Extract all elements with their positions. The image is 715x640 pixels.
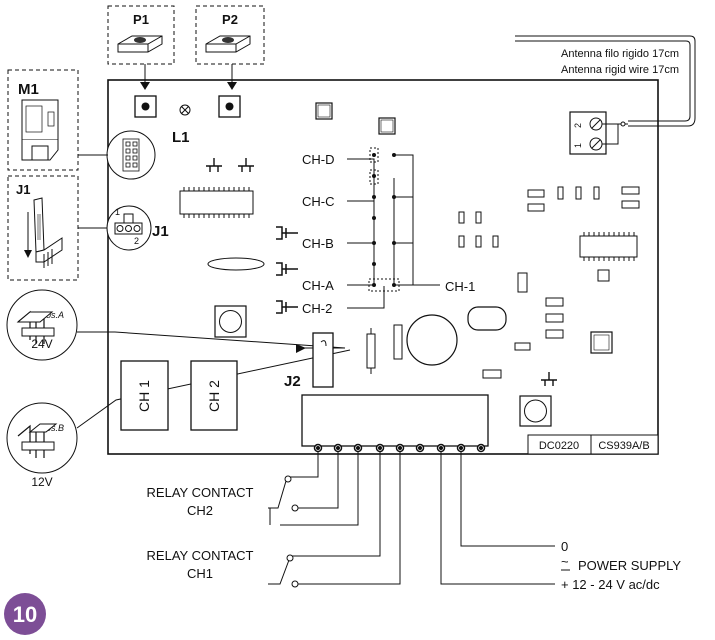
zero-label: 0 — [561, 539, 568, 554]
board-code-box — [527, 434, 659, 455]
label-ch-a: CH-A — [302, 278, 334, 293]
jumper-pos-a: Pos.A 24V — [6, 289, 78, 361]
relay-ch2 — [190, 360, 238, 431]
v12-label: 12V — [31, 475, 52, 489]
board-code-1: DC0220 — [539, 440, 579, 452]
relay-ch1-contact-line1: RELAY CONTACT — [147, 548, 254, 563]
relay-ch1-label: CH 1 — [136, 380, 152, 412]
pos-b-label: Pos.B — [40, 423, 64, 433]
relay-ch2-contact-line2: CH2 — [187, 503, 213, 518]
j2-label: J2 — [284, 373, 301, 390]
external-wiring — [268, 452, 555, 585]
j1-connector: 1 2 — [114, 207, 143, 246]
relay-ch2-label: CH 2 — [206, 380, 222, 412]
figure-number: 10 — [13, 602, 37, 627]
relay-ch1-contact-line2: CH1 — [187, 566, 213, 581]
jumper-pos-b: Pos.B 12V — [6, 402, 78, 489]
terminal-block — [301, 394, 489, 447]
j1-side-label: J1 — [16, 182, 30, 197]
led-l1 — [179, 104, 191, 116]
relay-ch1 — [120, 360, 169, 431]
svg-text:1: 1 — [573, 143, 583, 148]
power-symbol: ~ — [561, 554, 569, 569]
m1-connector-zoom — [106, 130, 156, 180]
button-p2-detail: P2 — [195, 5, 265, 90]
svg-text:2: 2 — [134, 236, 139, 246]
module-m1: M1 — [7, 69, 79, 171]
l1-label: L1 — [172, 129, 190, 146]
antenna-terminal: 2 1 — [569, 111, 628, 155]
pos-a-label: Pos.A — [40, 310, 64, 320]
m1-label: M1 — [18, 81, 39, 98]
relay-ch2-contact-line1: RELAY CONTACT — [147, 485, 254, 500]
figure-number-badge — [4, 593, 46, 635]
j2-leader — [77, 331, 346, 349]
label-ch-d: CH-D — [302, 152, 335, 167]
j1-board-label: J1 — [152, 223, 169, 240]
antenna-wire — [515, 35, 696, 127]
jumper-j2 — [312, 332, 334, 388]
svg-text:2: 2 — [573, 123, 583, 128]
label-ch-1: CH-1 — [445, 279, 475, 294]
power-supply-label: POWER SUPPLY — [578, 558, 681, 573]
p1-label: P1 — [133, 12, 149, 27]
antenna-label-it: Antenna filo rigido 17cm — [561, 48, 679, 60]
voltage-label: + 12 - 24 V ac/dc — [561, 577, 660, 592]
ic-right — [579, 232, 638, 261]
v24-label: 24V — [31, 337, 52, 351]
p2-label: P2 — [222, 12, 238, 27]
circuit-board — [107, 79, 659, 455]
antenna-label-en: Antenna rigid wire 17cm — [561, 64, 679, 76]
label-ch-2: CH-2 — [302, 301, 332, 316]
board-code-2: CS939A/B — [598, 440, 649, 452]
label-ch-b: CH-B — [302, 236, 334, 251]
ic-left — [179, 187, 254, 218]
button-p1-detail: P1 — [107, 5, 175, 90]
jumper-j1-detail: J1 — [7, 175, 79, 281]
svg-text:1: 1 — [115, 207, 120, 217]
label-ch-c: CH-C — [302, 194, 335, 209]
m1-connector — [122, 138, 140, 172]
